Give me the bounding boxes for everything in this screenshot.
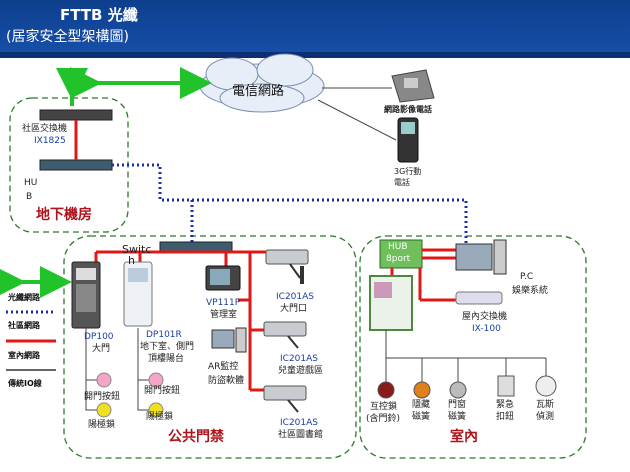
indoor-area xyxy=(359,235,587,459)
video-phone-icon xyxy=(391,69,435,103)
gas-detector-icon xyxy=(535,375,557,397)
public-area-label: 公共門禁 xyxy=(168,429,224,445)
pc-label-2: 娛樂系統 xyxy=(512,286,549,296)
open-button-2-icon xyxy=(148,372,164,388)
ix1825-label: IX1825 xyxy=(34,136,66,146)
dp101r-panel-icon xyxy=(123,261,153,327)
hub8-label: HUB xyxy=(388,242,408,252)
indoor-switch-icon xyxy=(455,291,503,305)
camera-2-label: IC201AS xyxy=(280,354,318,364)
page-title: FTTB 光纖 xyxy=(60,6,138,24)
page-subtitle: (居家安全型架構圖) xyxy=(6,29,129,45)
lock-2-label: 陽極鎖 xyxy=(146,412,174,422)
community-switch-icon xyxy=(39,109,113,121)
switch-label: Switc xyxy=(122,243,152,256)
ix100-label: IX-100 xyxy=(472,324,501,334)
public-area xyxy=(63,235,357,459)
legend-io-label: 傳統IO線 xyxy=(8,379,42,388)
gas-label-2: 偵測 xyxy=(536,412,555,422)
sensor-lock-label-2: (含門鈴) xyxy=(366,414,401,424)
sensor-window-label: 門窗 xyxy=(448,400,467,410)
header-underline xyxy=(0,52,630,58)
legend-fiber-label: 光纖網路 xyxy=(8,293,40,302)
emergency-label-2: 扣鈕 xyxy=(496,412,515,422)
header-band: FTTB 光纖 (居家安全型架構圖) xyxy=(0,0,630,58)
pc-label: P.C xyxy=(520,272,534,282)
lock-1-label: 陽極鎖 xyxy=(88,420,116,430)
community-network xyxy=(112,163,468,246)
switch-label-2: h xyxy=(128,254,135,267)
dp100-panel-icon xyxy=(71,261,101,329)
camera-3-sub-label: 社區圖書館 xyxy=(278,430,324,440)
indoor-area-label: 室內 xyxy=(450,429,478,445)
ar-pc-icon xyxy=(211,327,247,353)
sensor-window-icon xyxy=(449,381,467,399)
sensor-lock-icon xyxy=(377,381,395,399)
legend-community-label: 社區網路 xyxy=(8,321,40,330)
camera-1-icon xyxy=(265,249,309,284)
dp101r-sub-label-2: 頂樓陽台 xyxy=(148,354,185,364)
dp100-sub-label: 大門 xyxy=(92,344,111,354)
camera-2-icon xyxy=(263,321,307,349)
camera-1-label: IC201AS xyxy=(276,292,314,302)
hub-icon xyxy=(39,159,113,171)
open-button-1-label: 開門按鈕 xyxy=(84,392,121,402)
hub8-label-2: 8port xyxy=(386,254,411,264)
sensor-hidden-icon xyxy=(413,381,431,399)
hub-label: HU xyxy=(24,178,38,188)
community-switch-label: 社區交換機 xyxy=(22,124,68,134)
lock-2-icon xyxy=(148,402,164,418)
cloud-icon xyxy=(199,53,325,113)
camera-2-sub-label: 兒童遊戲區 xyxy=(278,366,324,376)
video-phone-label: 網路影像電話 xyxy=(384,105,432,114)
mobile-phone-icon xyxy=(397,117,419,163)
vp111p-sub-label: 管理室 xyxy=(210,310,238,320)
mobile-label: 3G行動 xyxy=(394,167,422,176)
ar-label: AR監控 xyxy=(208,362,239,372)
indoor-panel-icon xyxy=(369,275,413,331)
sensor-lock-label: 互控鎖 xyxy=(370,402,398,412)
ar-sub-label: 防盜軟體 xyxy=(208,376,245,386)
gas-label: 瓦斯 xyxy=(536,400,555,410)
sensor-hidden-label: 隱藏 xyxy=(412,400,431,410)
emergency-label: 緊急 xyxy=(496,400,515,410)
camera-1-sub-label: 大門口 xyxy=(280,304,308,314)
cloud-label: 電信網路 xyxy=(232,84,285,99)
camera-3-icon xyxy=(263,385,307,413)
emergency-button-icon xyxy=(497,375,515,397)
pc-icon xyxy=(455,239,507,275)
sensor-window-label-2: 磁簧 xyxy=(448,412,467,422)
hub8-icon xyxy=(379,239,423,269)
mobile-label-2: 電話 xyxy=(394,178,410,187)
open-button-2-label: 開門按鈕 xyxy=(144,386,181,396)
legend-indoor-label: 室內網路 xyxy=(8,351,40,360)
open-button-1-icon xyxy=(96,372,112,388)
indoor-switch-label: 屋內交換機 xyxy=(462,312,508,322)
dp101r-sub-label-1: 地下室、側門 xyxy=(140,342,195,352)
basement-label: 地下機房 xyxy=(36,207,92,223)
dp100-label: DP100 xyxy=(84,332,114,342)
sensor-hidden-label-2: 磁簧 xyxy=(412,412,431,422)
vp111p-label: VP111P xyxy=(206,298,241,308)
lock-1-icon xyxy=(96,402,112,418)
camera-3-label: IC201AS xyxy=(280,418,318,428)
hub-b-label: B xyxy=(26,192,33,202)
dp101r-label: DP101R xyxy=(146,330,182,340)
vp111p-icon xyxy=(205,265,241,291)
